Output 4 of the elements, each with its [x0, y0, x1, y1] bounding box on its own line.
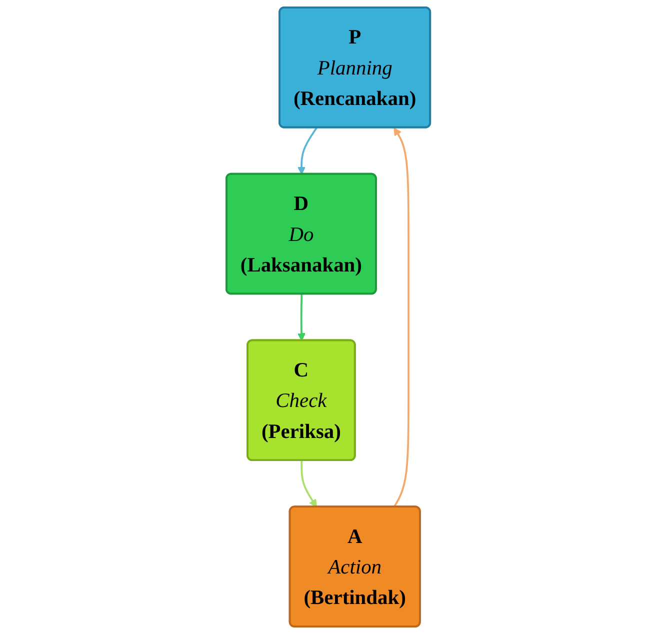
arrow [300, 460, 318, 508]
arrow [393, 127, 410, 508]
arrow [298, 294, 306, 342]
arrow [298, 127, 318, 175]
